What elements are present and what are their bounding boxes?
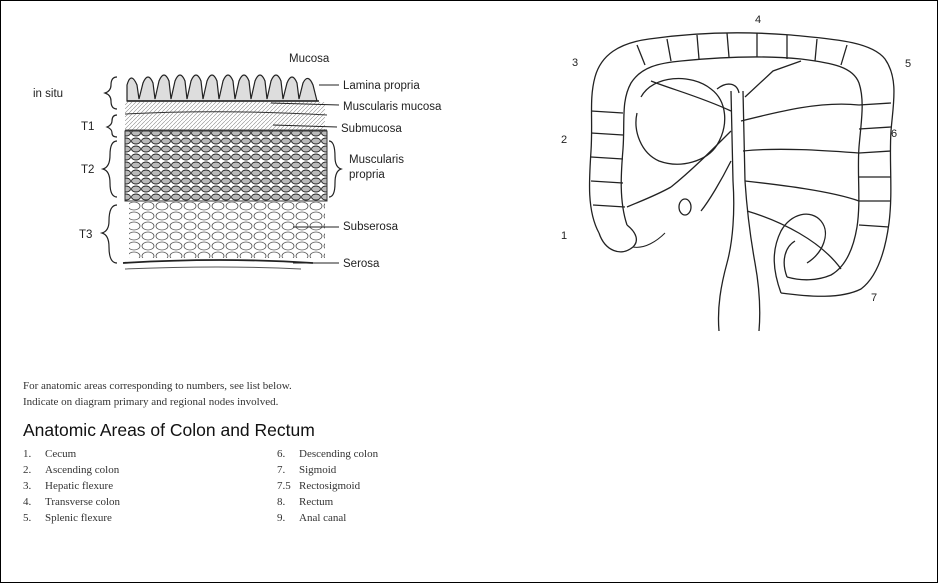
colon-inner-wall: [621, 57, 862, 280]
region-number-4: 4: [755, 14, 761, 26]
label-mucosa: Mucosa: [289, 53, 330, 65]
bowel-wall-diagram: Mucosa Lamina propria Muscularis mucosa …: [1, 1, 541, 301]
list-item: 4.Transverse colon: [23, 494, 120, 510]
label-muscularis-propria-1: Muscularis: [349, 154, 404, 166]
list-item: 8.Rectum: [277, 494, 378, 510]
list-item: 9.Anal canal: [277, 510, 378, 526]
region-number-7: 7: [871, 292, 877, 304]
label-t3: T3: [79, 229, 92, 241]
label-subserosa: Subserosa: [343, 221, 399, 233]
list-item: 5.Splenic flexure: [23, 510, 120, 526]
region-number-5: 5: [905, 58, 911, 70]
serosa-layer: [123, 260, 313, 263]
instructions: For anatomic areas corresponding to numb…: [23, 378, 292, 410]
label-muscularis-mucosa: Muscularis mucosa: [343, 101, 442, 113]
areas-column-left: 1.Cecum 2.Ascending colon 3.Hepatic flex…: [23, 446, 120, 526]
region-number-6: 6: [891, 128, 897, 140]
list-item: 6.Descending colon: [277, 446, 378, 462]
label-lamina-propria: Lamina propria: [343, 80, 420, 92]
list-item: 3.Hepatic flexure: [23, 478, 120, 494]
colon-diagram: 1 2 3 4 5 6 7: [541, 1, 921, 341]
muscularis-propria-layer: [125, 131, 327, 201]
list-item: 7.Sigmoid: [277, 462, 378, 478]
vascular-trunk: [718, 91, 733, 331]
region-number-1: 1: [561, 230, 567, 242]
label-serosa: Serosa: [343, 258, 380, 270]
region-number-2: 2: [561, 134, 567, 146]
section-title: Anatomic Areas of Colon and Rectum: [23, 420, 315, 441]
label-in-situ: in situ: [33, 88, 63, 100]
list-item: 2.Ascending colon: [23, 462, 120, 478]
list-item: 1.Cecum: [23, 446, 120, 462]
stage-braces: [102, 77, 117, 263]
region-number-3: 3: [572, 57, 578, 69]
label-t2: T2: [81, 164, 94, 176]
label-muscularis-propria-2: propria: [349, 169, 385, 181]
instructions-line-2: Indicate on diagram primary and regional…: [23, 394, 292, 410]
subserosa-layer: [129, 202, 325, 258]
label-t1: T1: [81, 121, 94, 133]
instructions-line-1: For anatomic areas corresponding to numb…: [23, 378, 292, 394]
label-submucosa: Submucosa: [341, 123, 402, 135]
mucosa-layer: [127, 75, 319, 101]
